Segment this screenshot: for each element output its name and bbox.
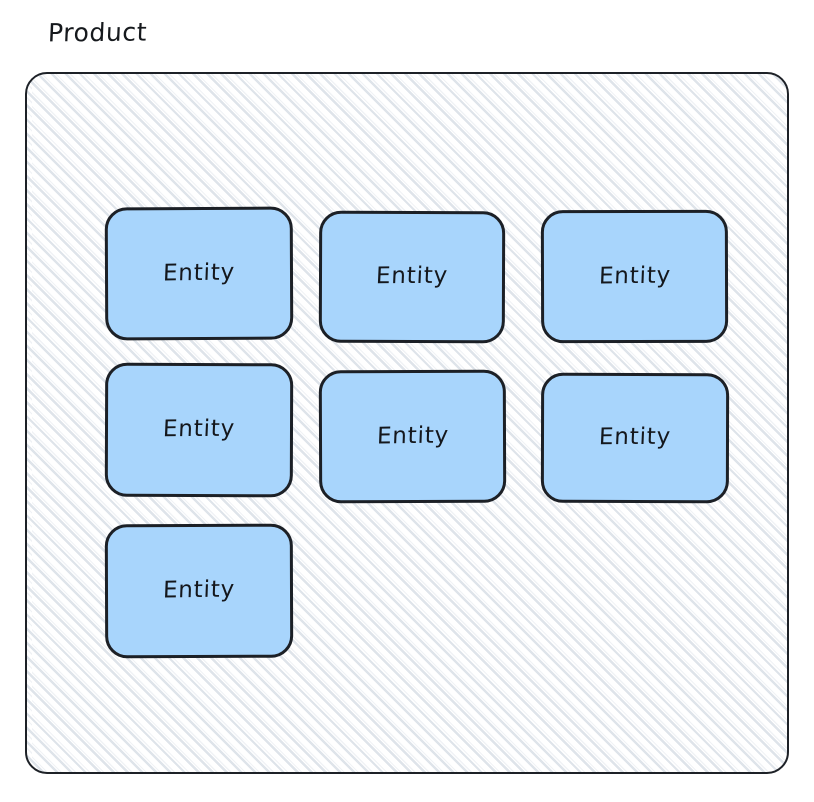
entity-node[interactable]: Entity bbox=[318, 210, 506, 344]
entity-label: Entity bbox=[597, 262, 671, 289]
entity-node[interactable]: Entity bbox=[104, 206, 294, 341]
entity-node[interactable]: Entity bbox=[318, 369, 507, 504]
entity-label: Entity bbox=[375, 421, 449, 450]
entity-label: Entity bbox=[162, 415, 236, 443]
entity-node[interactable]: Entity bbox=[104, 362, 294, 498]
entity-label: Entity bbox=[375, 262, 449, 290]
product-group-container[interactable]: Entity Entity Entity Entity Entity Entit… bbox=[25, 72, 789, 774]
entity-label: Entity bbox=[162, 258, 236, 287]
group-title: Product bbox=[47, 17, 148, 48]
entity-node[interactable]: Entity bbox=[540, 209, 729, 344]
entity-node[interactable]: Entity bbox=[540, 372, 730, 504]
entity-label: Entity bbox=[162, 576, 236, 604]
entity-node[interactable]: Entity bbox=[104, 523, 294, 659]
entity-label: Entity bbox=[598, 423, 672, 451]
